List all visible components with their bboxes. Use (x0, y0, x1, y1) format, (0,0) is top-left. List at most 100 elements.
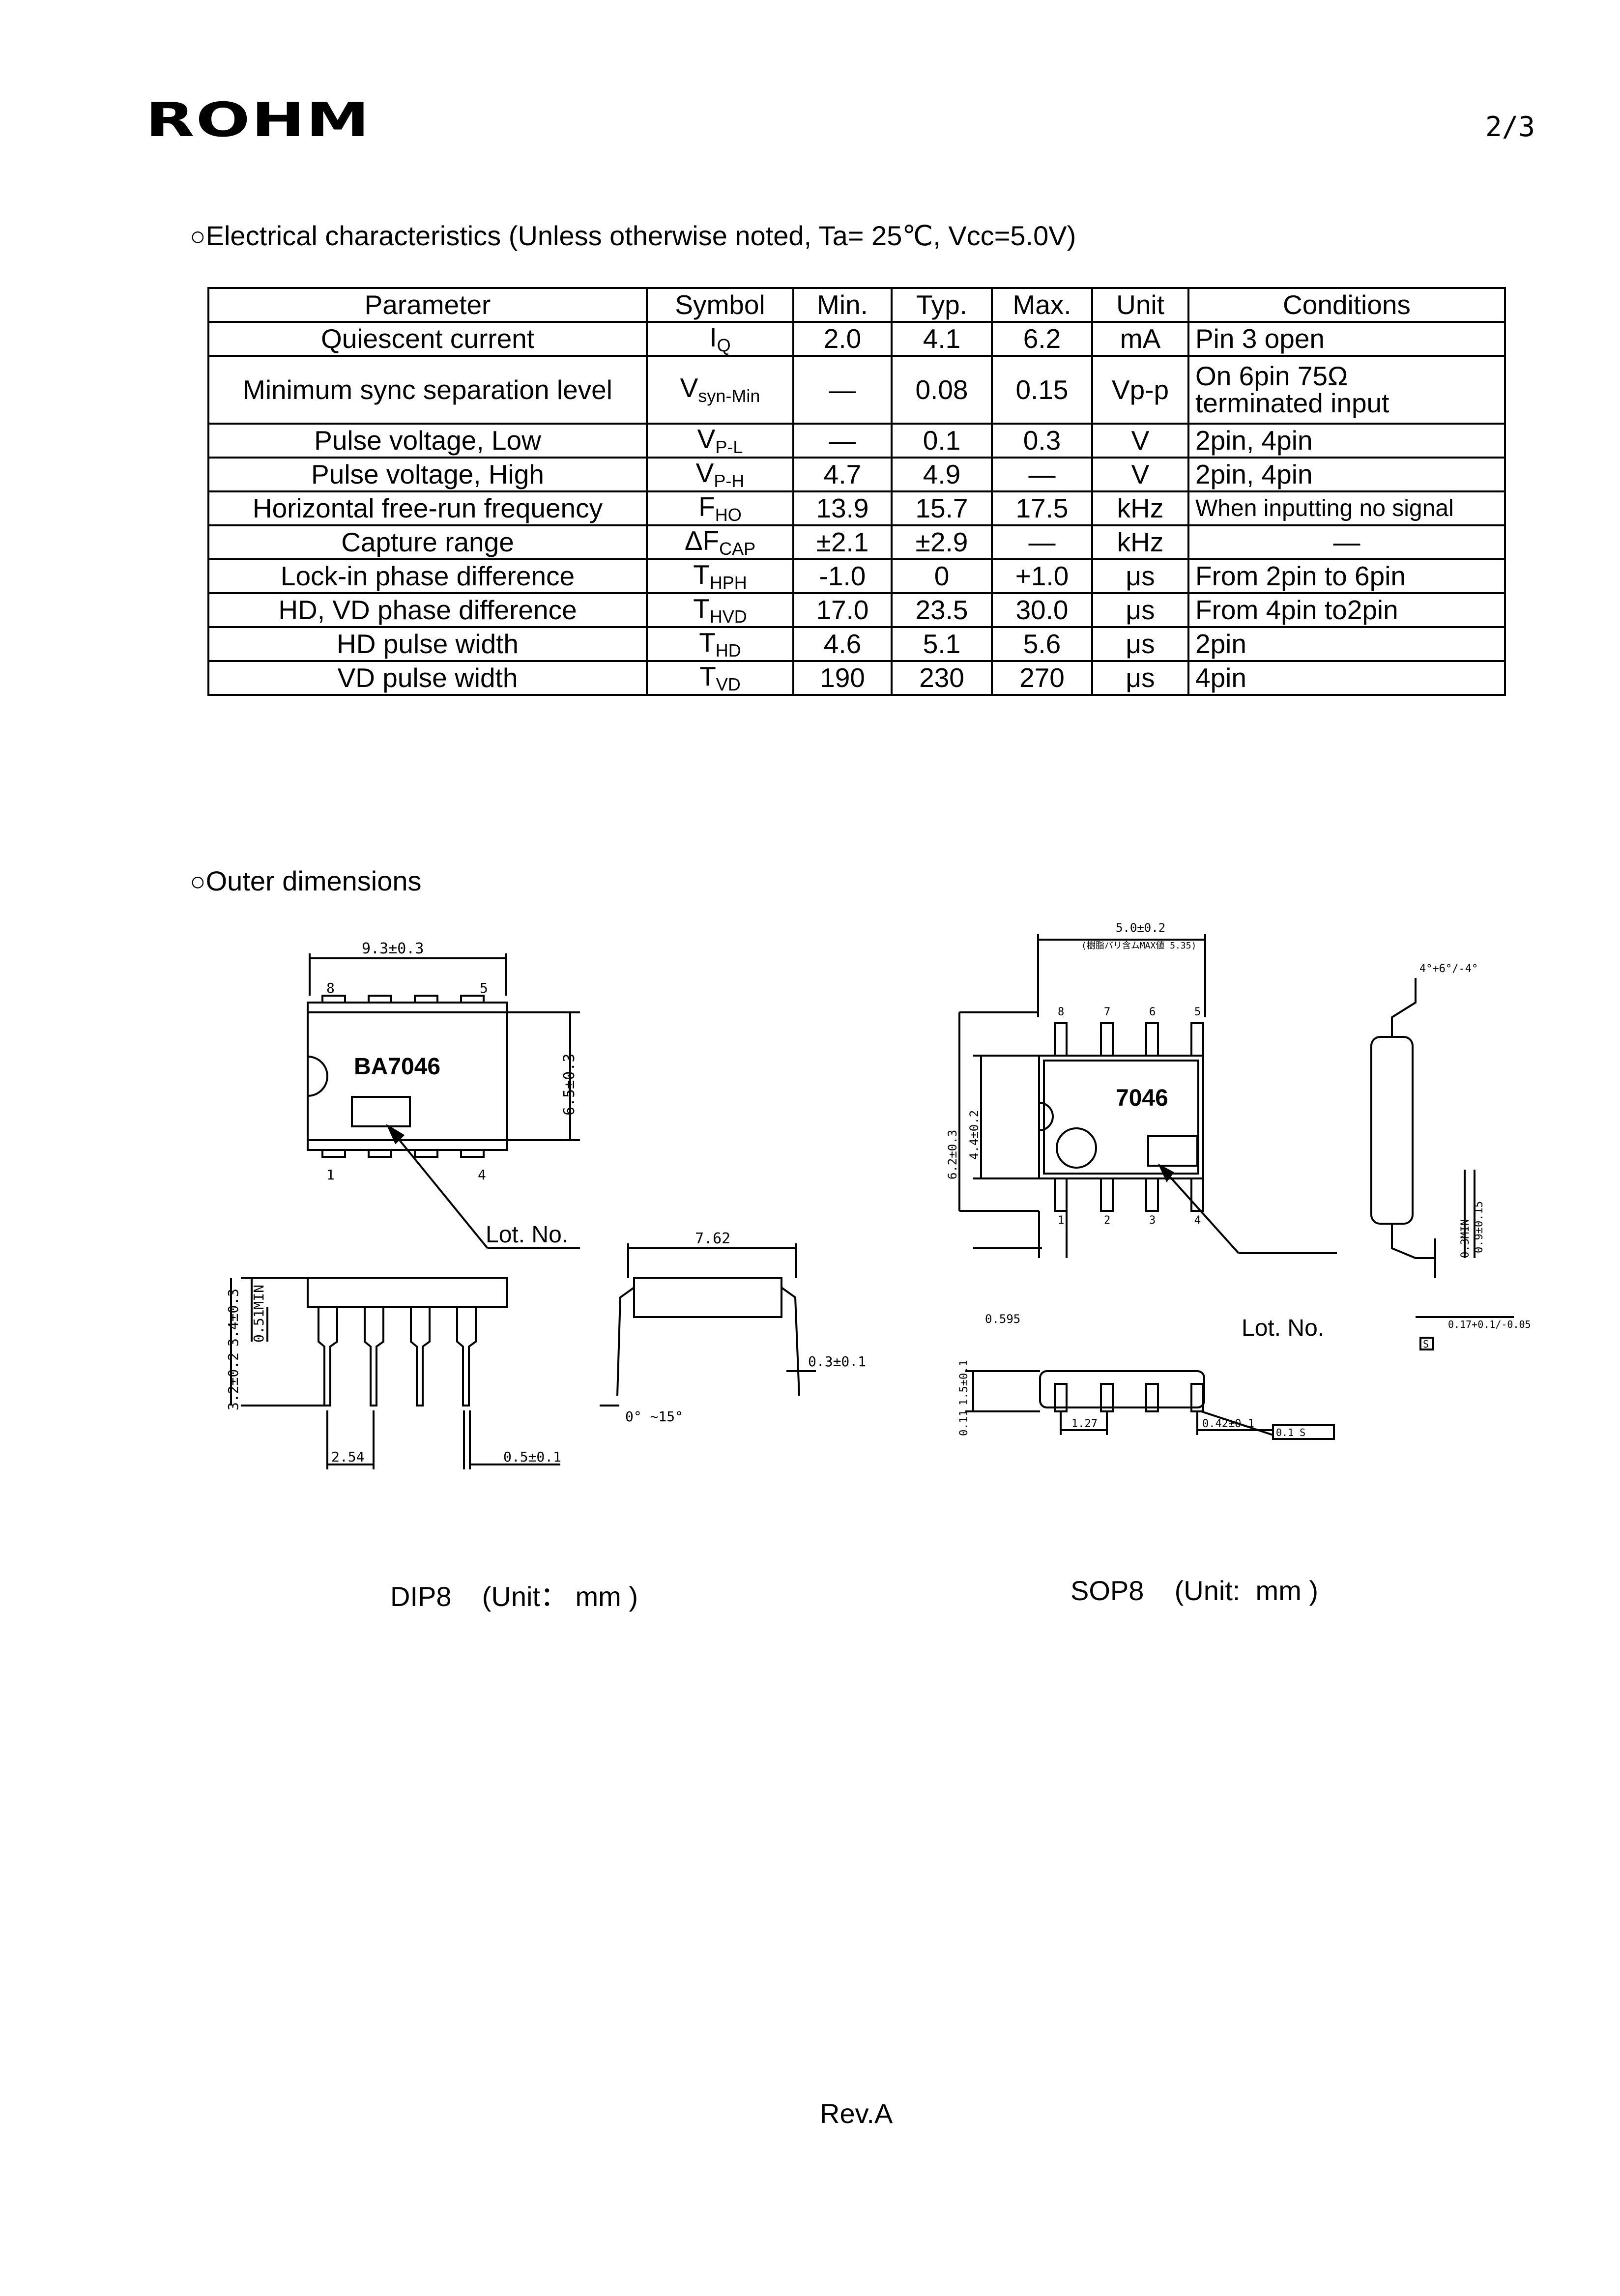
param-cell: Lock-in phase difference (207, 558, 648, 594)
typ-cell: 230 (891, 660, 993, 696)
header-conditions: Conditions (1187, 287, 1506, 323)
sop-width-note: (樹脂バリ含ムMAX値 5.35) (1081, 941, 1196, 951)
dip-pin5-label: 5 (480, 980, 488, 996)
sop-width-label: 5.0±0.2 (1116, 921, 1165, 935)
table-row: Pulse voltage, High VP-H 4.7 4.9 — V 2pi… (207, 457, 1506, 492)
symbol-cell: IQ (646, 321, 794, 357)
symbol-cell: VP-H (646, 457, 794, 492)
header-min: Min. (792, 287, 893, 323)
symbol-cell: THD (646, 626, 794, 662)
sop-pin5-label: 5 (1194, 1006, 1201, 1018)
dip8-outline-drawing: 9.3±0.3 8 5 1 4 BA7046 6.5±0.3 Lot. No. … (225, 940, 866, 1469)
unit-cell: μs (1091, 626, 1189, 662)
condition-cell: 2pin, 4pin (1187, 457, 1506, 492)
page-number: 2/3 (1485, 111, 1535, 143)
symbol-cell: ΔFCAP (646, 524, 794, 560)
symbol-cell: THPH (646, 558, 794, 594)
dip-pin8-label: 8 (326, 980, 335, 996)
electrical-title-text: Electrical characteristics (Unless other… (205, 220, 1076, 251)
sop-body-height-label: 4.4±0.2 (967, 1110, 981, 1160)
param-cell: Horizontal free-run frequency (207, 490, 648, 526)
min-cell: 2.0 (792, 321, 893, 357)
dip-pin1-label: 1 (326, 1167, 335, 1183)
typ-cell: 4.1 (891, 321, 993, 357)
max-cell: 30.0 (991, 592, 1093, 628)
sop8-caption: SOP8 (Unit: mm ) (1070, 1575, 1319, 1606)
min-cell: 13.9 (792, 490, 893, 526)
unit-cell: V (1091, 423, 1189, 459)
sop-top-view-body (1038, 1055, 1204, 1179)
sop-pin7-label: 7 (1104, 1006, 1110, 1018)
param-cell: HD pulse width (207, 626, 648, 662)
dip-lot-label: Lot. No. (486, 1222, 568, 1248)
dip-pin4-label: 4 (478, 1167, 486, 1183)
sop-total-height-label: 6.2±0.3 (946, 1130, 959, 1179)
param-cell: Minimum sync separation level (207, 355, 648, 425)
table-row: VD pulse width TVD 190 230 270 μs 4pin (207, 660, 1506, 696)
min-cell: 4.6 (792, 626, 893, 662)
max-cell: +1.0 (991, 558, 1093, 594)
symbol-cell: FHO (646, 490, 794, 526)
dip-marking-label: BA7046 (354, 1054, 440, 1080)
min-cell: — (792, 423, 893, 459)
unit-cell: mA (1091, 321, 1189, 357)
dip-end-view-body (633, 1277, 782, 1318)
unit-cell: μs (1091, 592, 1189, 628)
max-cell: 270 (991, 660, 1093, 696)
table-row: Capture range ΔFCAP ±2.1 ±2.9 — kHz — (207, 524, 1506, 560)
dip-pitch-label: 2.54 (331, 1449, 364, 1465)
sop-end-view-body (1370, 1036, 1414, 1225)
dip-row-pitch-label: 7.62 (695, 1230, 730, 1247)
electrical-characteristics-heading: ○Electrical characteristics (Unless othe… (190, 222, 1076, 250)
param-cell: Pulse voltage, Low (207, 423, 648, 459)
sop-pin4-label: 4 (1194, 1214, 1201, 1227)
param-cell: HD, VD phase difference (207, 592, 648, 628)
min-cell: 4.7 (792, 457, 893, 492)
sop-standoff-label: 0.11 (958, 1410, 970, 1436)
sop-lead-label: 0.42±0.1 (1202, 1418, 1254, 1430)
unit-cell: V (1091, 457, 1189, 492)
table-row: HD, VD phase difference THVD 17.0 23.5 3… (207, 592, 1506, 628)
min-cell: — (792, 355, 893, 425)
header-parameter: Parameter (207, 287, 648, 323)
dip-h1-label: 3.2±0.2 (225, 1352, 241, 1410)
max-cell: 0.3 (991, 423, 1093, 459)
max-cell: — (991, 457, 1093, 492)
table-row: Lock-in phase difference THPH -1.0 0 +1.… (207, 558, 1506, 594)
sop-thickness-label: 0.17+0.1/-0.05 (1448, 1319, 1531, 1330)
electrical-characteristics-table: Parameter Symbol Min. Typ. Max. Unit Con… (207, 287, 1506, 696)
sop-lot-label: Lot. No. (1242, 1315, 1324, 1341)
symbol-cell: VP-L (646, 423, 794, 459)
unit-cell: kHz (1091, 490, 1189, 526)
typ-cell: 23.5 (891, 592, 993, 628)
condition-cell: From 2pin to 6pin (1187, 558, 1506, 594)
param-cell: Pulse voltage, High (207, 457, 648, 492)
sop-datum-label: S (1423, 1338, 1429, 1350)
sop-pin3-label: 3 (1149, 1214, 1156, 1227)
max-cell: 5.6 (991, 626, 1093, 662)
unit-cell: kHz (1091, 524, 1189, 560)
header-typ: Typ. (891, 287, 993, 323)
max-cell: 6.2 (991, 321, 1093, 357)
min-cell: -1.0 (792, 558, 893, 594)
sop-angle-label: 4°+6°/-4° (1419, 963, 1478, 975)
dip-side-view-body (307, 1277, 508, 1308)
sop-pin8-label: 8 (1058, 1006, 1064, 1018)
dip-lead-thick-label: 0.3±0.1 (808, 1353, 866, 1370)
param-cell: Capture range (207, 524, 648, 560)
param-cell: Quiescent current (207, 321, 648, 357)
max-cell: — (991, 524, 1093, 560)
min-cell: 190 (792, 660, 893, 696)
sop-height-label: 1.5±0.1 (958, 1360, 970, 1406)
typ-cell: 5.1 (891, 626, 993, 662)
table-row: Minimum sync separation level Vsyn-Min —… (207, 355, 1506, 425)
condition-cell: — (1187, 524, 1506, 560)
table-row: Quiescent current IQ 2.0 4.1 6.2 mA Pin … (207, 321, 1506, 357)
dip-angle-label: 0° ~15° (625, 1408, 683, 1425)
min-cell: ±2.1 (792, 524, 893, 560)
dip-height-label: 6.5±0.3 (561, 1054, 578, 1116)
unit-cell: μs (1091, 660, 1189, 696)
circle-bullet-icon: ○ (190, 867, 206, 896)
table-row: Pulse voltage, Low VP-L — 0.1 0.3 V 2pin… (207, 423, 1506, 459)
